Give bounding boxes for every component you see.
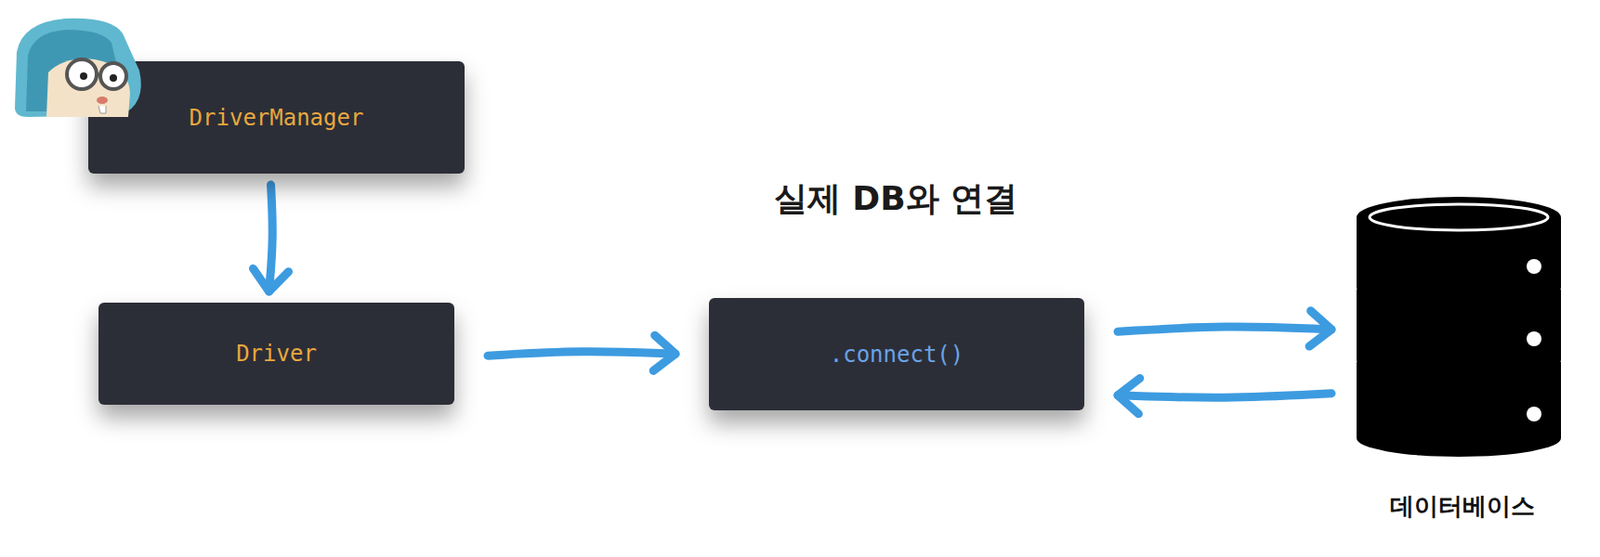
database-node: 데이터베이스 (1342, 195, 1583, 539)
mascot-goggle (66, 59, 97, 90)
mascot-goggle-bridge (96, 74, 101, 76)
flow-arrow (252, 184, 289, 292)
database-icon (1351, 195, 1566, 474)
manager-box: DriverManager (88, 61, 465, 174)
flow-arrow (1117, 379, 1332, 415)
database-dot (1526, 259, 1542, 275)
database-dot (1526, 331, 1542, 347)
box-label: Driver (236, 340, 317, 368)
database-layer (1356, 362, 1561, 458)
arrow-shaft (1117, 327, 1332, 332)
flow-arrow (487, 335, 676, 371)
connect-box: .connect() (708, 298, 1085, 411)
arrow-shaft (269, 184, 274, 292)
driver-box: Driver (98, 302, 455, 406)
flow-arrow (1117, 311, 1332, 347)
mascot-hair (14, 18, 142, 118)
arrow-shaft (487, 352, 676, 356)
arrow-head (1117, 379, 1141, 415)
database-label: 데이터베이스 (1342, 490, 1583, 524)
section-heading: 실제 DB와 연결 (773, 176, 1018, 223)
mascot-eye (109, 74, 118, 82)
mascot-face (46, 58, 131, 118)
box-label: DriverManager (189, 104, 365, 132)
arrow-head (653, 335, 676, 371)
box-label: .connect() (829, 341, 965, 368)
mascot-nose (96, 96, 108, 105)
database-top-rim (1369, 204, 1548, 231)
mascot-eye (79, 72, 88, 80)
database-dot (1526, 406, 1542, 422)
arrow-shaft (1117, 393, 1332, 398)
arrow-head (1309, 311, 1332, 347)
arrow-head (252, 268, 289, 292)
mascot-illustration (9, 14, 149, 119)
database-top (1356, 196, 1561, 238)
mascot-tooth (98, 105, 106, 114)
mascot-goggle (100, 63, 127, 90)
